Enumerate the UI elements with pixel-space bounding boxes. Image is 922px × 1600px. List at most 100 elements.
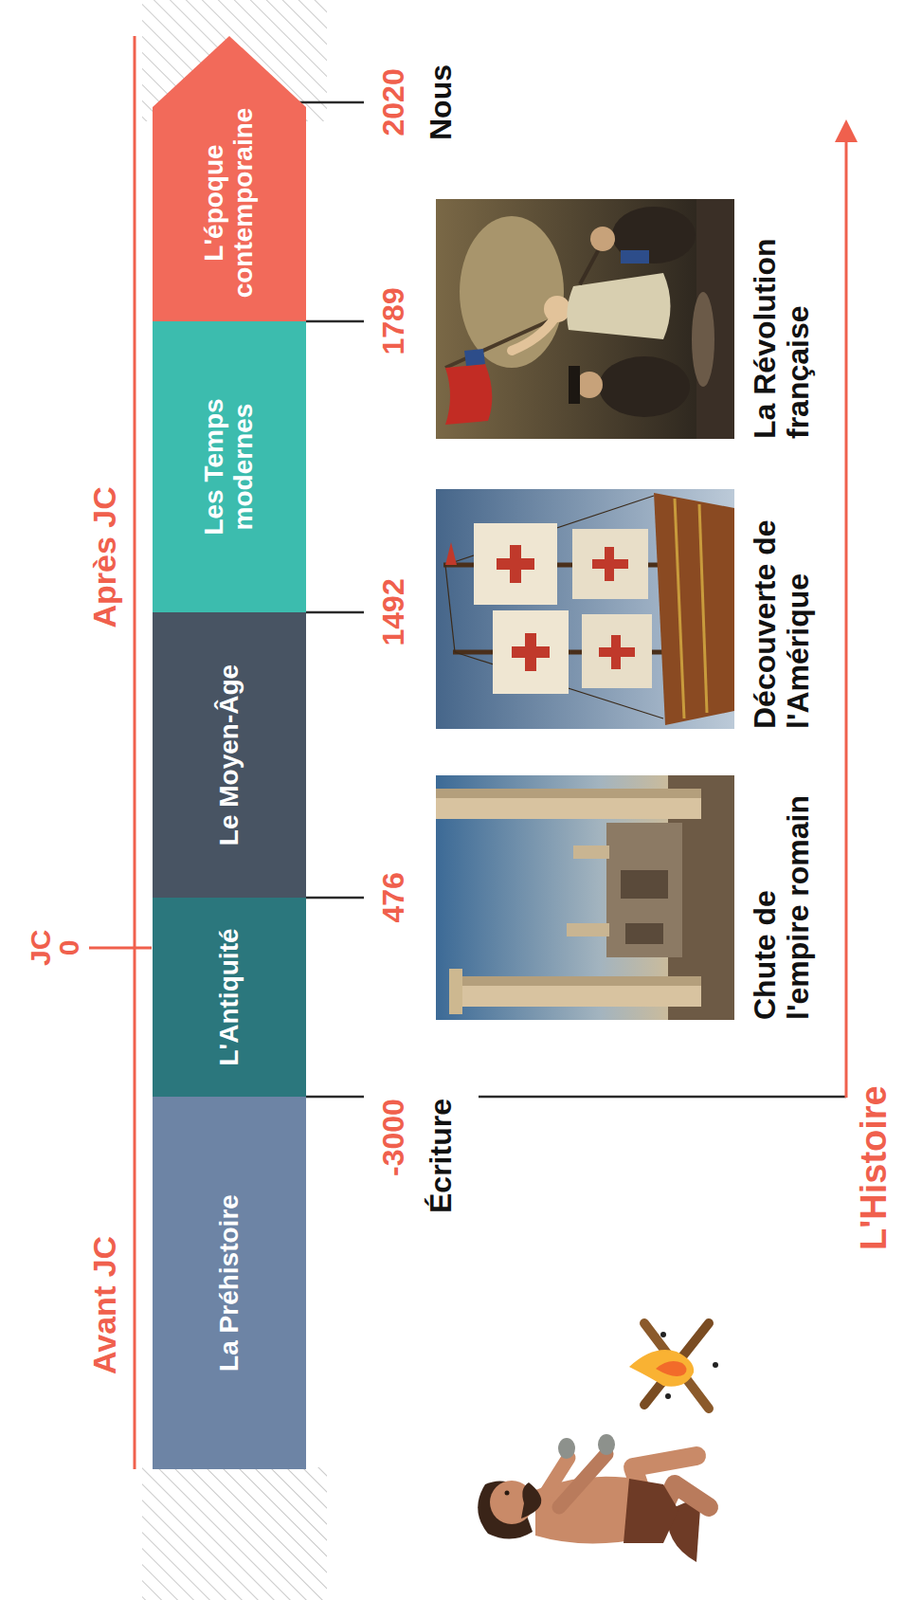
label-holder: Chute de l'empire romain bbox=[748, 775, 815, 1020]
ruin-opening bbox=[625, 922, 664, 944]
flame-core bbox=[655, 1360, 687, 1376]
date-tick bbox=[306, 896, 364, 900]
raised-arm bbox=[511, 318, 555, 351]
label-holder: 476 bbox=[377, 871, 411, 922]
period-band: Les Temps modernes bbox=[152, 321, 307, 613]
history-leader bbox=[478, 1095, 847, 1099]
sail bbox=[492, 610, 569, 694]
timeline-label: JC 0 bbox=[26, 929, 84, 966]
period-name: Les Temps modernes bbox=[199, 381, 259, 553]
sky bbox=[435, 488, 735, 729]
history-arrow bbox=[845, 135, 849, 1098]
label-holder: JC 0 bbox=[26, 929, 84, 966]
column bbox=[566, 922, 610, 937]
cross bbox=[604, 546, 615, 581]
period-name: Le Moyen-Âge bbox=[215, 664, 245, 846]
loincloth bbox=[623, 1478, 679, 1543]
label-holder: -3000 bbox=[377, 1098, 411, 1176]
column-shade bbox=[435, 788, 702, 798]
sail bbox=[572, 528, 649, 599]
flag-pole bbox=[445, 318, 555, 368]
ruin-wall bbox=[606, 822, 683, 958]
flame bbox=[629, 1349, 694, 1387]
caveman-illustration bbox=[477, 1433, 709, 1562]
figure-head bbox=[576, 371, 603, 398]
timeline-label: Après JC bbox=[87, 486, 123, 628]
period-name: L'époque contemporaine bbox=[199, 101, 259, 305]
label-holder: Après JC bbox=[87, 486, 123, 628]
image-caption: Découverte de l'Amérique bbox=[748, 488, 815, 729]
timeline-label: Écriture bbox=[424, 1098, 458, 1213]
label-holder: Découverte de l'Amérique bbox=[748, 488, 815, 729]
period-band: Le Moyen-Âge bbox=[152, 612, 307, 898]
sail bbox=[473, 523, 558, 605]
date-tick bbox=[306, 1095, 364, 1099]
image-caption: La Révolution française bbox=[748, 198, 815, 439]
period-name: L'Antiquité bbox=[215, 927, 245, 1066]
band-fill bbox=[152, 321, 307, 613]
flag-blue bbox=[464, 348, 486, 366]
head bbox=[543, 295, 571, 323]
garment-blue bbox=[620, 250, 650, 264]
date-label: 1789 bbox=[377, 287, 411, 355]
pennant bbox=[445, 542, 457, 565]
column bbox=[573, 845, 610, 859]
label-holder: La Révolution française bbox=[748, 198, 815, 439]
spark bbox=[665, 1392, 671, 1399]
timeline-label: Nous bbox=[424, 64, 458, 141]
period-name: La Préhistoire bbox=[215, 1193, 245, 1372]
band-fill bbox=[152, 36, 307, 322]
era-line bbox=[133, 36, 137, 1469]
arm bbox=[545, 1457, 569, 1494]
stone bbox=[597, 1433, 615, 1455]
date-label: 2020 bbox=[377, 68, 411, 136]
label-holder: 2020 bbox=[377, 68, 411, 136]
band-fill bbox=[152, 1096, 307, 1469]
painting-ground bbox=[435, 198, 735, 439]
arm bbox=[559, 1453, 607, 1507]
period-band: L'Antiquité bbox=[152, 897, 307, 1097]
rigging bbox=[445, 564, 455, 652]
jc-tick bbox=[89, 946, 152, 950]
timeline-label: L'Histoire bbox=[854, 1084, 895, 1250]
beard bbox=[521, 1482, 542, 1519]
date-tick bbox=[306, 320, 364, 324]
column bbox=[435, 788, 702, 819]
spark bbox=[660, 1331, 667, 1338]
period-band: L'époque contemporaine bbox=[152, 36, 307, 322]
smoke bbox=[459, 216, 564, 368]
cross bbox=[509, 544, 522, 583]
date-label: 476 bbox=[377, 871, 411, 922]
ship-photo bbox=[435, 488, 735, 729]
figure bbox=[612, 206, 696, 264]
band-fill bbox=[152, 897, 307, 1097]
label-holder: L'Histoire bbox=[854, 1084, 895, 1250]
capital bbox=[449, 968, 463, 1014]
hull-stripe bbox=[674, 498, 685, 719]
ruins-photo bbox=[435, 775, 735, 1020]
label-holder: 1789 bbox=[377, 287, 411, 355]
fallen-figure bbox=[691, 291, 715, 387]
hull-stripe bbox=[699, 504, 707, 713]
label-holder: Avant JC bbox=[87, 1235, 123, 1374]
figure bbox=[598, 356, 690, 417]
period-band: La Préhistoire bbox=[152, 1096, 307, 1469]
label-holder: Écriture bbox=[424, 1098, 458, 1213]
hat bbox=[568, 365, 580, 404]
stone bbox=[558, 1437, 576, 1459]
arrow-head bbox=[834, 119, 858, 143]
label-holder: 1492 bbox=[377, 578, 411, 646]
eye bbox=[505, 1490, 510, 1496]
cross bbox=[611, 634, 621, 669]
date-label: -3000 bbox=[377, 1098, 411, 1176]
sky bbox=[435, 775, 735, 1020]
hatched-end bbox=[142, 1466, 327, 1600]
hull bbox=[653, 492, 735, 725]
label-holder: Nous bbox=[424, 64, 458, 141]
timeline-label: Avant JC bbox=[87, 1235, 123, 1374]
column bbox=[462, 976, 702, 1007]
flag bbox=[445, 363, 492, 425]
ruin-opening bbox=[620, 869, 669, 899]
